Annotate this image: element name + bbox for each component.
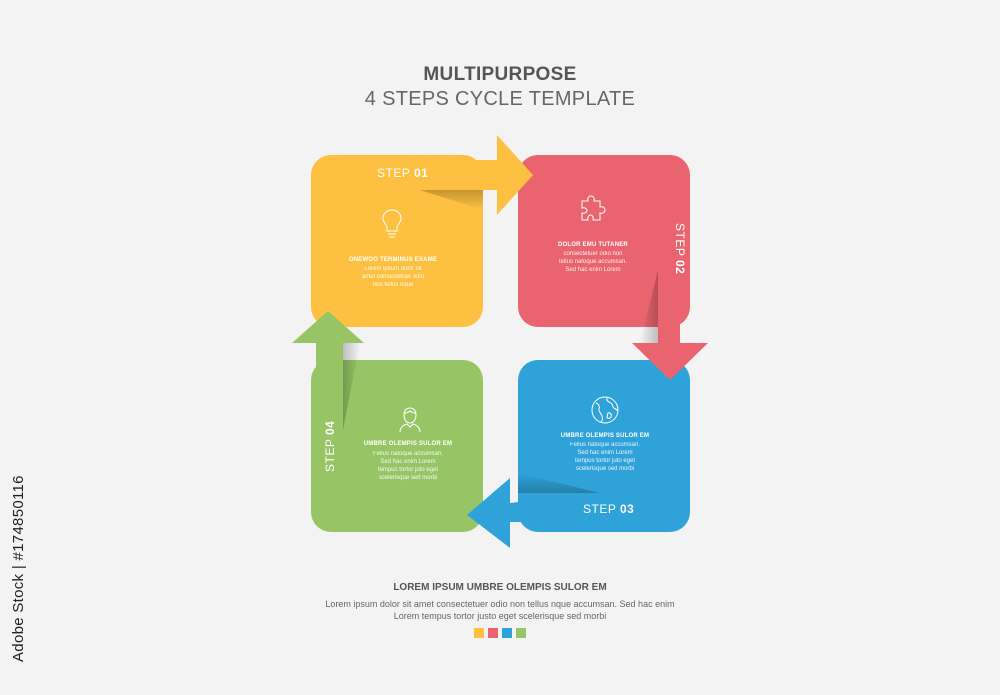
step-1-text-line: Lorem ipsum dolor sit (364, 266, 422, 272)
step-4-heading: UMBRE OLEMPIS SULOR EM (363, 441, 453, 447)
step-4-text: Fellus natoque accumsan. Sed hac enim Lo… (333, 450, 483, 482)
step-3-text: Fellus natoque accumsan. Sed hac enim Lo… (530, 441, 680, 473)
swatch-red (488, 628, 498, 638)
step-3-number: 03 (619, 502, 635, 516)
step-4-text-line: Sed hac enim Lorem (380, 459, 436, 465)
footer-text-line: Lorem tempus tortor justo eget scelerisq… (393, 611, 607, 621)
step-3-heading: UMBRE OLEMPIS SULOR EM (560, 433, 650, 439)
step-1-text-line: non tellus nque (372, 282, 414, 288)
step-1-card (311, 155, 483, 327)
step-4-text-line: tempus tortor juto eget (377, 467, 439, 473)
step-4-number: 04 (323, 420, 337, 436)
step-2-text-line: Sed hac enim Lorem (565, 267, 621, 273)
step-2-label: STEP 02 (673, 223, 687, 274)
step-2-number: 02 (673, 259, 687, 275)
globe-icon (591, 396, 619, 424)
title-main: MULTIPURPOSE (423, 64, 577, 85)
step-2-text-line: consectetuer odio non (563, 251, 623, 257)
footer-text: Lorem ipsum dolor sit amet consectetuer … (250, 598, 750, 622)
footer-heading: LOREM IPSUM UMBRE OLEMPIS SULOR EM (393, 582, 607, 593)
color-swatches (474, 628, 526, 638)
lightbulb-icon (382, 209, 402, 238)
step-4-text-line: scelerisque sed morbi (378, 475, 438, 481)
swatch-green (516, 628, 526, 638)
step-2-heading: DOLOR EMU TUTANER (558, 242, 628, 248)
step-3-word: STEP (583, 502, 617, 516)
step-3-text-line: scelerisque sed morbi (575, 466, 635, 472)
step-2-word: STEP (673, 223, 687, 257)
title-sub: 4 STEPS CYCLE TEMPLATE (364, 88, 636, 110)
step-1-number: 01 (413, 166, 429, 180)
puzzle-piece-icon (581, 195, 606, 221)
step-3-text-line: Fellus natoque accumsan. (569, 442, 641, 448)
step-1-word: STEP (377, 166, 411, 180)
step-2-text-line: tellus natoque accumsan. (558, 259, 628, 265)
stock-watermark: Adobe Stock | #174850116 (10, 475, 27, 662)
step-2-text: consectetuer odio non tellus natoque acc… (518, 250, 668, 274)
step-2-card (518, 155, 690, 327)
step-4-text-line: Fellus natoque accumsan. (372, 451, 444, 457)
swatch-blue (502, 628, 512, 638)
step-3-label: STEP 03 (583, 502, 634, 516)
step-1-label: STEP 01 (377, 166, 428, 180)
step-1-text: Lorem ipsum dolor sit amet consectetuer … (318, 265, 468, 289)
step-3-text-line: tempus tortor juto eget (574, 458, 636, 464)
step-1-text-line: amet consectetuer odio (361, 274, 425, 280)
step-3-text-line: Sed hac enim Lorem (577, 450, 633, 456)
step-1-heading: ONEWOO TERMINUS EXAME (348, 257, 438, 263)
swatch-yellow (474, 628, 484, 638)
footer-text-line: Lorem ipsum dolor sit amet consectetuer … (325, 599, 675, 609)
person-icon (399, 407, 421, 433)
